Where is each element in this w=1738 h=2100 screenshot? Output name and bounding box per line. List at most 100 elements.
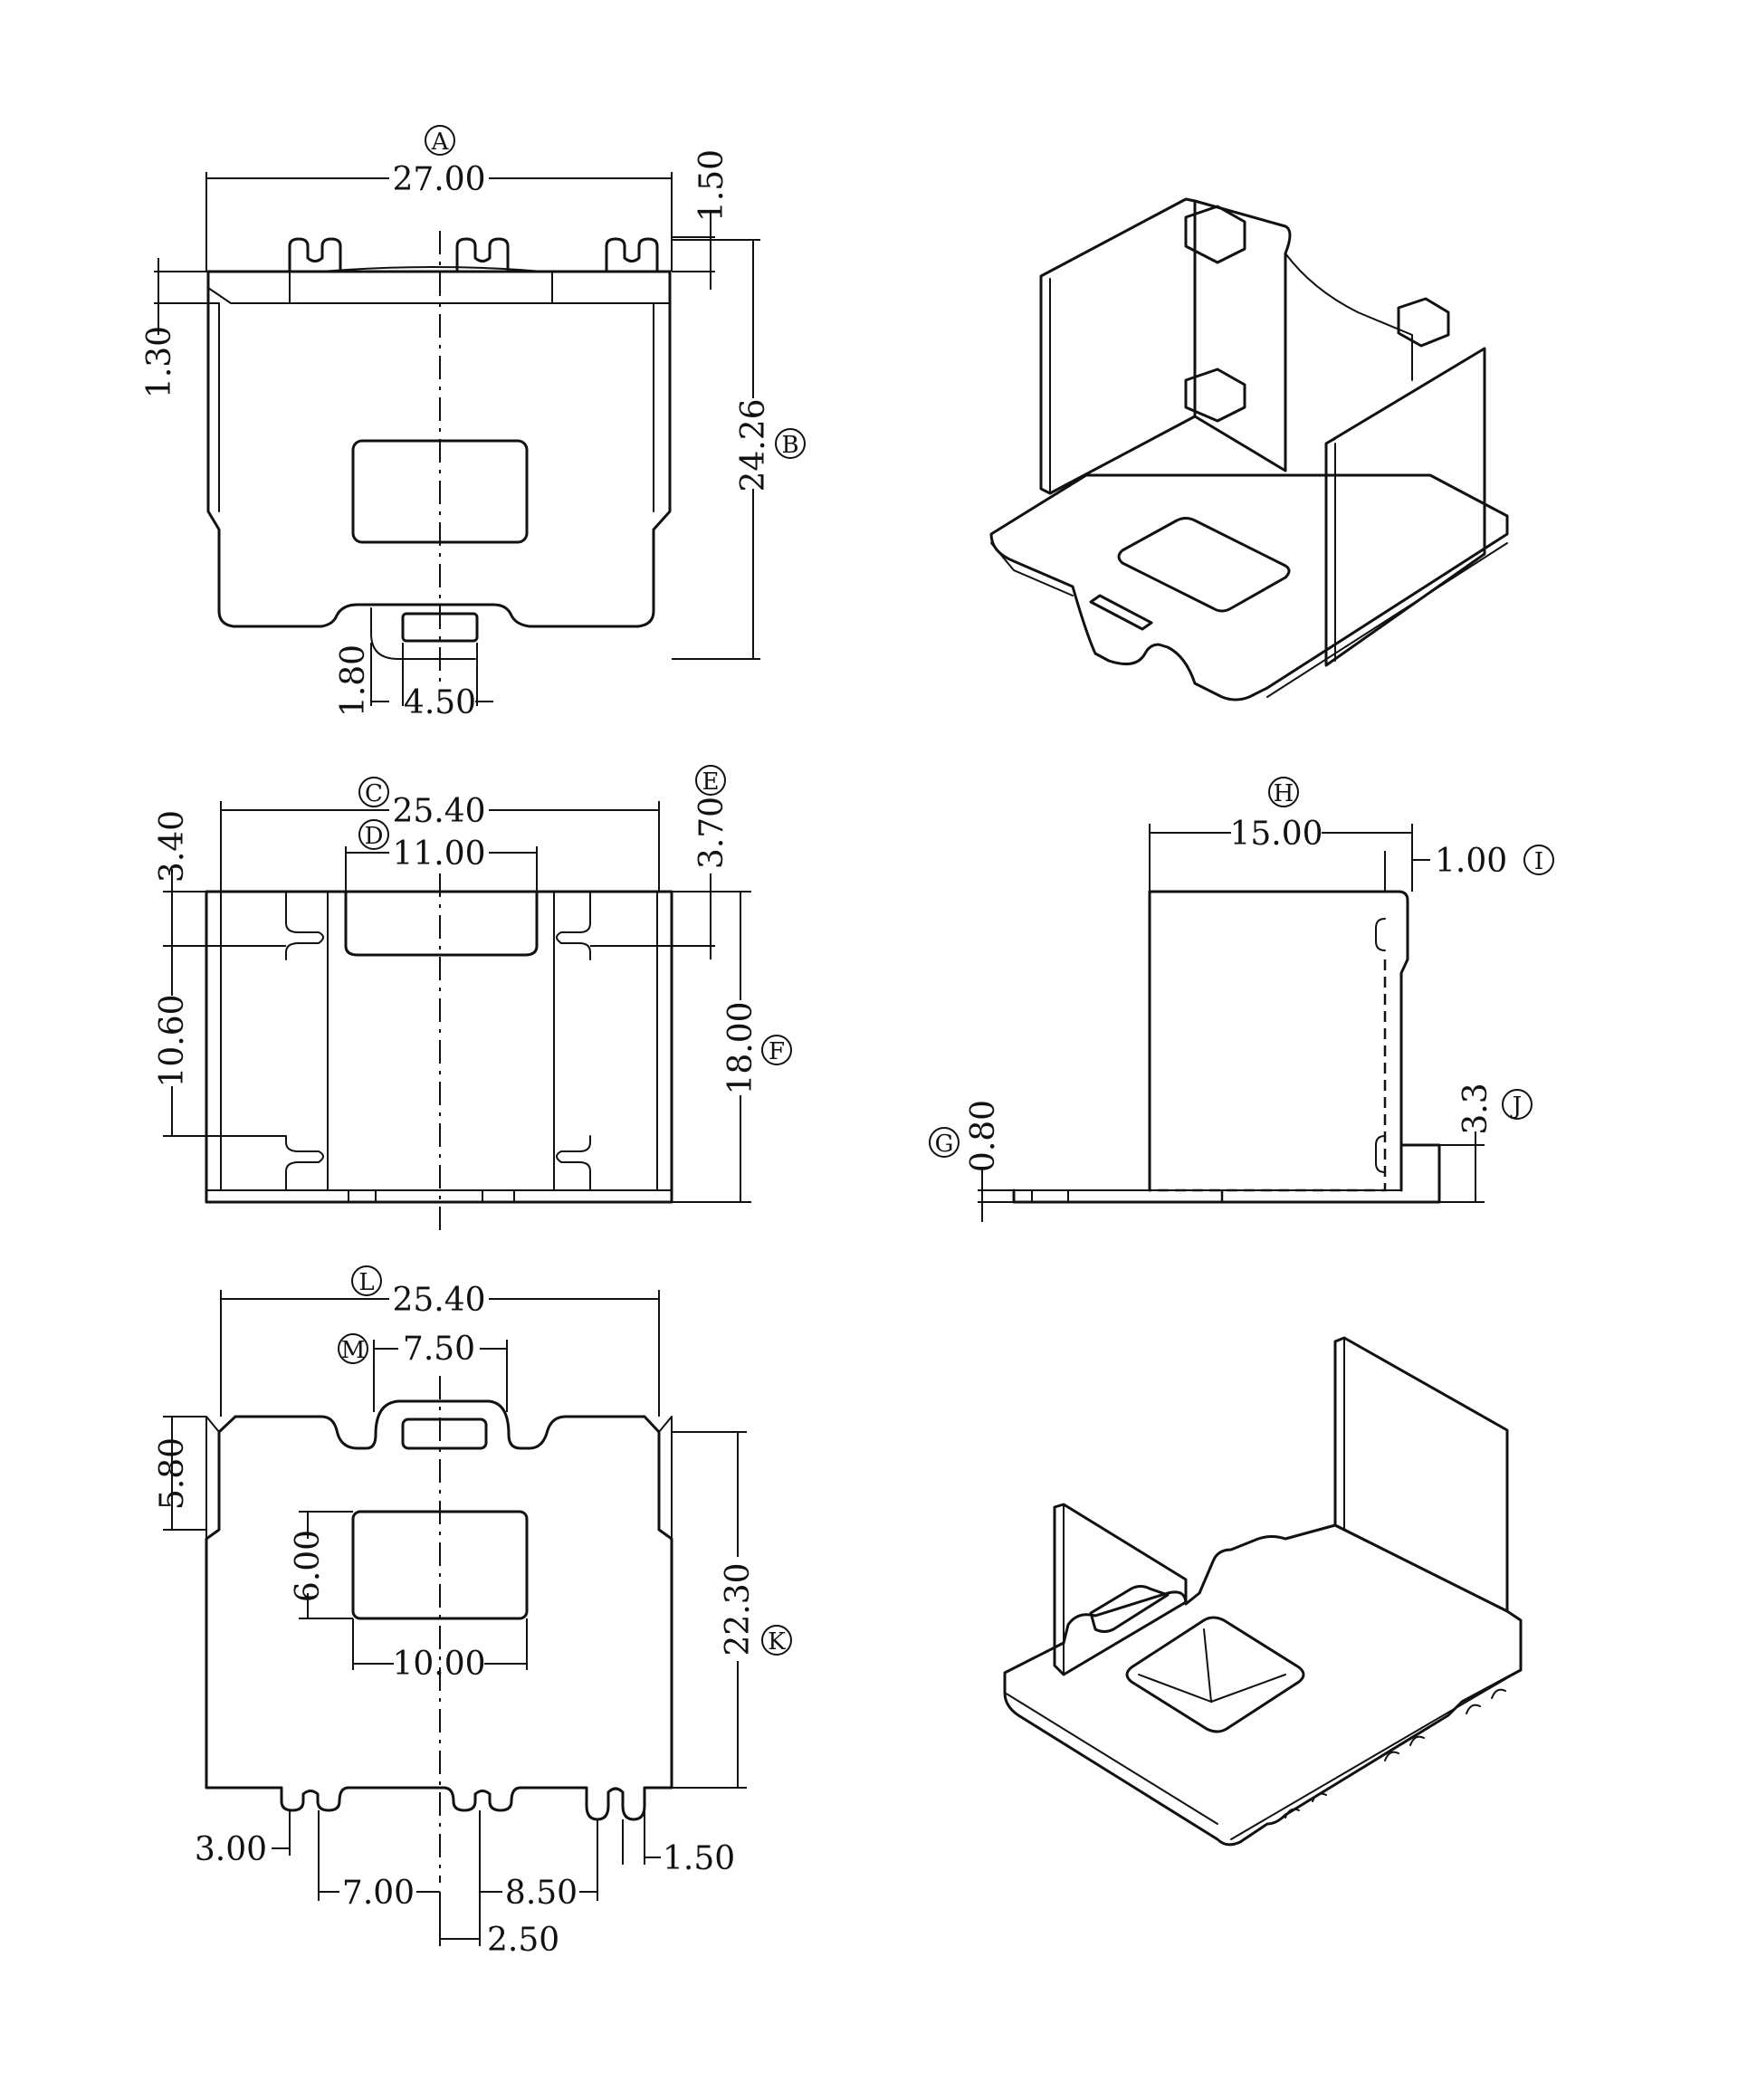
dim-18-00: 18.00 F	[672, 891, 792, 1203]
callout-f	[761, 1035, 792, 1065]
iso1-base-edge	[990, 542, 1508, 698]
dim-7-50-text: 7.50	[403, 1331, 475, 1368]
svg-text:A: A	[431, 129, 450, 156]
top-view-lip	[205, 266, 671, 304]
callout-k	[761, 1625, 792, 1656]
svg-text:E: E	[702, 768, 720, 796]
callout-h	[1268, 777, 1299, 807]
dim-15-00-text: 15.00	[1229, 816, 1323, 853]
dim-25-40-text: 25.40	[392, 793, 485, 830]
iso1-lugs	[1184, 205, 1450, 423]
dim-3-3: 3.3 J	[1439, 1083, 1533, 1203]
dim-27-00-text: 27.00	[392, 161, 485, 198]
dim-25-40-bottom-text: 25.40	[392, 1282, 485, 1319]
dim-10-60-text: 10.60	[154, 994, 191, 1087]
dim-24-26-text: 24.26	[735, 398, 772, 492]
dim-3-40: 3.40	[154, 810, 286, 947]
svg-text:L: L	[358, 1269, 374, 1296]
iso1-left-wall	[1039, 197, 1197, 495]
front-view-notch	[344, 890, 539, 957]
dim-3-70: 3.70 E	[590, 765, 731, 959]
dim-1-80-4-50: 4.50 1.80	[335, 643, 493, 721]
svg-text:B: B	[781, 432, 798, 459]
dim-1-50-bottom: 1.50	[622, 1810, 735, 1877]
iso1-back-wall	[1193, 199, 1292, 472]
iso1-window	[1117, 517, 1291, 613]
iso2-plate-edge	[1004, 1669, 1522, 1840]
dim-2-50-text: 2.50	[487, 1922, 559, 1959]
side-view-hidden-lines	[1150, 959, 1387, 1202]
dim-1-00-text: 1.00	[1435, 843, 1507, 880]
dim-3-3-text: 3.3	[1457, 1083, 1494, 1134]
dim-3-40-text: 3.40	[154, 810, 191, 883]
dim-1-80-text: 1.80	[335, 644, 372, 717]
dim-18-00-text: 18.00	[722, 1001, 759, 1094]
side-view: 15.00 H 1.00 I 3.3 J 0.80	[929, 777, 1554, 1222]
dim-3-70-text: 3.70	[693, 797, 731, 869]
dim-11-00: 11.00 D	[345, 819, 538, 892]
svg-text:D: D	[365, 823, 384, 850]
front-view-inner	[205, 891, 673, 1203]
callout-j	[1502, 1089, 1533, 1120]
side-view-base	[1013, 1189, 1402, 1203]
dim-6-00: 6.00	[290, 1511, 353, 1619]
dim-6-00-text: 6.00	[290, 1530, 327, 1602]
dim-10-00: 10.00	[352, 1618, 528, 1683]
dim-11-00-text: 11.00	[392, 835, 485, 873]
callout-d	[358, 819, 389, 850]
side-view-wall	[1148, 890, 1409, 1192]
svg-text:J: J	[1510, 1093, 1522, 1120]
dim-3-00: 3.00	[195, 1810, 320, 1868]
dim-27-00: 27.00 A	[205, 125, 673, 272]
dim-4-50-text: 4.50	[404, 684, 476, 721]
iso1-right-wall	[1324, 347, 1486, 667]
side-view-slots	[1375, 918, 1386, 1173]
svg-text:M: M	[341, 1337, 366, 1364]
callout-g	[929, 1127, 960, 1158]
dim-25-40-bottom: 25.40 L	[220, 1265, 660, 1417]
dim-24-26: 24.26 B	[672, 239, 806, 660]
dim-1-30: 1.30	[141, 258, 219, 398]
dim-7-00-text: 7.00	[342, 1875, 415, 1912]
dim-1-50-top: 1.50	[672, 149, 731, 290]
iso2-short-wall	[1053, 1503, 1188, 1676]
svg-text:H: H	[1274, 780, 1294, 807]
dim-5-80-text: 5.80	[154, 1437, 191, 1510]
callout-b	[775, 428, 806, 459]
dim-10-00-text: 10.00	[392, 1646, 485, 1683]
dim-1-00: 1.00 I	[1384, 843, 1554, 892]
callout-i	[1523, 845, 1554, 875]
dim-22-30: 22.30 K	[672, 1431, 792, 1789]
dim-8-50: 8.50	[479, 1810, 598, 1912]
dim-22-30-text: 22.30	[720, 1562, 757, 1656]
iso2-window	[1125, 1616, 1305, 1733]
callout-c	[358, 777, 389, 807]
callout-e	[695, 765, 726, 796]
isometric-view-bottom	[1003, 1336, 1523, 1847]
isometric-view-top	[989, 197, 1509, 702]
dim-3-00-text: 3.00	[195, 1831, 267, 1868]
front-view-slots	[285, 891, 591, 1191]
top-view-inner-walls	[218, 271, 654, 512]
dim-1-50-text: 1.50	[693, 149, 731, 222]
bottom-view-edge	[205, 1416, 673, 1540]
svg-text:I: I	[1534, 848, 1543, 875]
iso2-tall-wall	[1333, 1336, 1509, 1613]
dim-1-50-bottom-text: 1.50	[663, 1840, 735, 1877]
svg-text:C: C	[365, 780, 383, 807]
dim-0-80: 0.80 G	[929, 1100, 1014, 1222]
dim-7-00: 7.00	[318, 1856, 440, 1912]
top-view-outline	[206, 270, 672, 628]
callout-m	[338, 1333, 368, 1364]
callout-l	[351, 1265, 382, 1296]
bottom-view: 25.40 L 7.50 M 5.80 6.00	[154, 1265, 792, 1959]
dim-15-00: 15.00 H	[1149, 777, 1413, 892]
dim-8-50-text: 8.50	[505, 1875, 578, 1912]
dim-2-50: 2.50	[439, 1892, 559, 1959]
svg-text:G: G	[935, 1131, 954, 1158]
bottom-view-outline	[205, 1399, 673, 1821]
dim-5-80: 5.80	[154, 1416, 206, 1531]
dim-10-60: 10.60	[154, 946, 286, 1137]
top-view: 27.00 A 1.50 1.30 24.26 B	[141, 125, 806, 721]
